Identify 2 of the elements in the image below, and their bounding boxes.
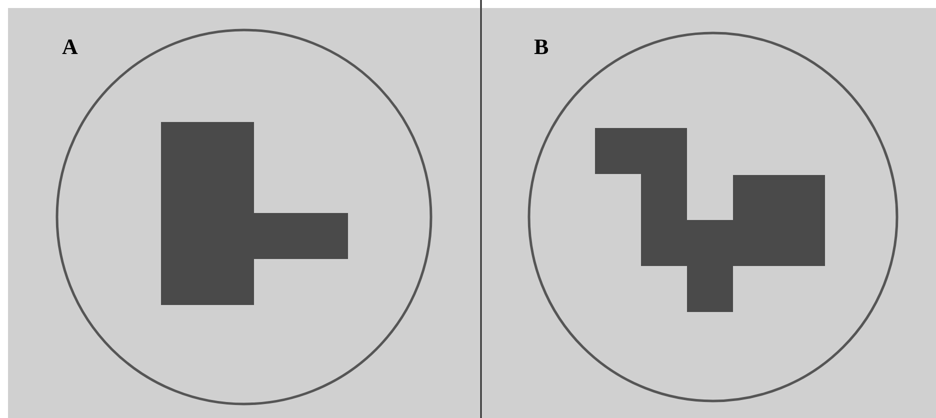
panel-label: A bbox=[62, 36, 78, 58]
panel-label: B bbox=[534, 36, 549, 58]
